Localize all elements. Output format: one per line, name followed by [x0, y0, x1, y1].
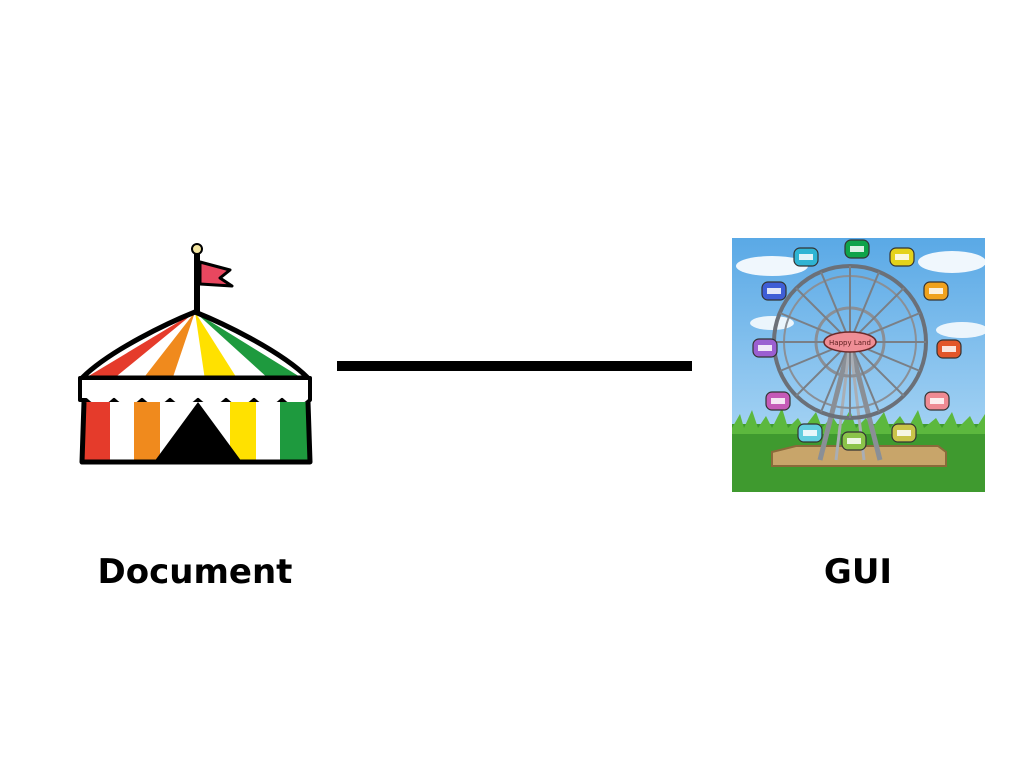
wheel-sign-text: Happy Land: [829, 339, 871, 347]
document-label: Document: [97, 552, 293, 592]
circus-tent-icon: [78, 243, 313, 465]
connector-line: [337, 361, 692, 371]
gui-node: Happy Land: [732, 238, 985, 492]
ferris-wheel-icon: Happy Land: [732, 238, 985, 492]
document-node: [70, 240, 320, 470]
gui-label: GUI: [823, 552, 893, 592]
